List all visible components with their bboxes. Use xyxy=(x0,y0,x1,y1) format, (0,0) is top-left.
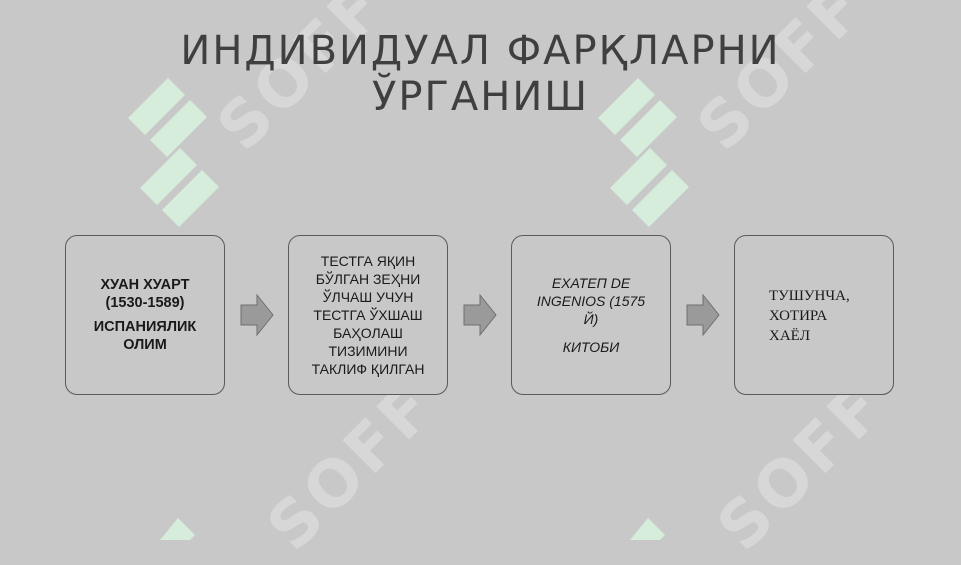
title-line-1: ИНДИВИДУАЛ ФАРҚЛАРНИ xyxy=(180,28,781,74)
step-2-line: ЎЛЧАШ УЧУН xyxy=(322,289,414,305)
step-box-2: ТЕСТГА ЯҚИН БЎЛГАН ЗЕҲНИ ЎЛЧАШ УЧУН ТЕСТ… xyxy=(288,235,448,395)
step-3-line: КИТОБИ xyxy=(562,339,620,355)
step-3-line: Й) xyxy=(583,311,599,327)
step-2-line: БЎЛГАН ЗЕҲНИ xyxy=(315,271,421,287)
arrow-right-icon xyxy=(463,293,497,337)
step-1-line: ИСПАНИЯЛИК xyxy=(93,319,197,335)
step-4-line: ХАЁЛ xyxy=(769,328,811,344)
step-3-line: EXATEП DE xyxy=(551,275,631,291)
slide-title: ИНДИВИДУАЛ ФАРҚЛАРНИ ЎРГАНИШ xyxy=(0,28,961,120)
step-1-line: ОЛИМ xyxy=(123,337,167,353)
watermark-text: SOFF xyxy=(253,368,451,565)
step-box-3: EXATEП DE INGENIOS (1575 Й) КИТОБИ xyxy=(511,235,671,395)
title-line-2: ЎРГАНИШ xyxy=(371,74,590,120)
step-box-4: ТУШУНЧА, ХОТИРА ХАЁЛ xyxy=(734,235,894,395)
arrow-right-icon xyxy=(240,293,274,337)
watermark-logo-icon xyxy=(160,518,665,540)
step-box-1: ХУАН ХУАРТ (1530-1589) ИСПАНИЯЛИК ОЛИМ xyxy=(65,235,225,395)
step-3-line: INGENIOS (1575 xyxy=(536,293,646,309)
step-2-line: ТАКЛИФ ҚИЛГАН xyxy=(311,361,425,377)
step-2-line: БАҲОЛАШ xyxy=(333,325,403,341)
step-2-line: ТЕСТГА ЎХШАШ xyxy=(313,307,423,323)
step-4-line: ТУШУНЧА, xyxy=(769,288,850,304)
arrow-right-icon xyxy=(686,293,720,337)
step-1-line: (1530-1589) xyxy=(105,295,185,311)
step-1-line: ХУАН ХУАРТ xyxy=(100,277,190,293)
step-4-line: ХОТИРА xyxy=(769,308,828,324)
watermark-text: SOFF xyxy=(703,368,901,565)
step-2-line: ТИЗИМИНИ xyxy=(328,343,408,359)
step-2-line: ТЕСТГА ЯҚИН xyxy=(320,253,416,269)
